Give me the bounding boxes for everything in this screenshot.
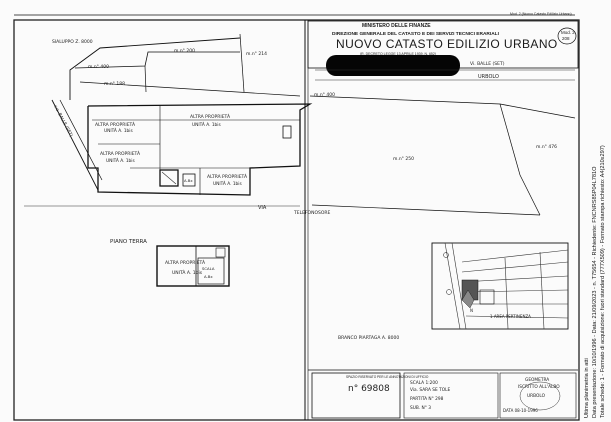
stair-label: SCALA: [202, 266, 215, 271]
right-parcel-side: m.n° 476: [536, 144, 557, 150]
ground-floor-label: PIANO TERRA: [110, 239, 147, 245]
property-c-sub: UNITÀ A. 1bis: [106, 157, 135, 164]
property-c-title: ALTRA PROPRIETÀ: [100, 150, 141, 157]
parcel-label-top-center: m.n° 200: [174, 48, 195, 54]
form-badge: [557, 27, 577, 45]
detail-line-3: PARTITA N° 298: [410, 396, 444, 402]
annotation-header: SPAZIO RISERVATO PER LE ANNOTAZIONI DI U…: [346, 375, 429, 379]
margin-line-3: Totale schede: 1 - Formato di acquisizio…: [600, 145, 606, 418]
lotto-label: 1 AREA PERTINENZA: [490, 314, 531, 319]
north-arrow-label: N: [470, 308, 473, 313]
unit-title: ALTRA PROPRIETÀ: [165, 259, 206, 266]
property-a-title: ALTRA PROPRIETÀ: [190, 113, 231, 120]
header-block: MINISTERO DELLE FINANZE DIREZIONE GENERA…: [307, 12, 579, 81]
ministry-text: MINISTERO DELLE FINANZE: [362, 23, 431, 29]
middle-road-label: VIA: [258, 205, 267, 211]
official-stamp: [519, 381, 561, 411]
ground-floor-unit: PIANO TERRA ALTRA PROPRIETÀ UNITÀ A. 1bi…: [110, 239, 230, 287]
parcel-label-top-left: m.n° 400: [88, 64, 109, 70]
detail-map: 1 AREA PERTINENZA N BRANCO PIARTAGA A. 8…: [338, 242, 569, 341]
top-right-note: Mod. 2 (Nuovo Catasto Edilizio Urbano): [510, 12, 572, 16]
stair-sub: A.Bx: [204, 274, 213, 279]
document-date: DATA 08-10-1996: [503, 408, 538, 413]
property-d-sub: UNITÀ A. 1bis: [213, 180, 242, 187]
site-plan-right: m.n° 400 m.n° 250 m.n° 476 TELEFONOSORE: [293, 92, 576, 216]
plan-frame: [13, 19, 580, 421]
footer-block: SPAZIO RISERVATO PER LE ANNOTAZIONI DI U…: [308, 369, 578, 419]
property-b-sub: UNITÀ A. 1bis: [104, 127, 133, 134]
redaction-bar: [326, 55, 460, 76]
road-name: Vi. BALLE (SET): [470, 61, 505, 67]
property-d-title: ALTRA PROPRIETÀ: [207, 173, 248, 180]
detail-line-2: Via. SARA SE TOLE: [410, 387, 450, 393]
surveyor-title: GEOMETRA: [525, 377, 549, 383]
margin-line-2: Data presentazione: 10/10/1996 - Data: 2…: [592, 166, 598, 418]
comune-name: URBOLO: [478, 74, 499, 80]
legal-reference: (R. DECRETO LEGGE 13 APRILE 1939, N. 652…: [360, 52, 436, 56]
unit-sub: UNITÀ A. 1bis: [172, 269, 203, 276]
form-badge-line2: 208: [562, 36, 570, 41]
parcel-label-top-mid: m.n° 214: [246, 51, 267, 57]
right-road-label: TELEFONOSORE: [293, 210, 331, 216]
right-parcel-top: m.n° 400: [314, 92, 335, 98]
vertical-margin-text: Ultima planimetria in atti Data presenta…: [584, 145, 606, 418]
property-b-title: ALTRA PROPRIETÀ: [95, 121, 136, 128]
form-badge-line1: Mod. 2: [561, 30, 575, 35]
detail-road-label: BRANCO PIARTAGA A. 8000: [338, 335, 399, 341]
surveyor-name: ISCRITTO ALL'ALBO: [518, 384, 560, 390]
directorate-text: DIREZIONE GENERALE DEL CATASTO E DEI SER…: [332, 31, 500, 37]
protocol-number: n° 69808: [348, 384, 390, 394]
road-top-label: SIALUPPO Z. 8000: [52, 39, 93, 45]
detail-line-4: SUB. N° 3: [410, 405, 431, 411]
property-a-sub: UNITÀ A. 1bis: [192, 121, 221, 128]
small-unit-a: [159, 169, 179, 187]
margin-line-1: Ultima planimetria in atti: [584, 358, 590, 418]
small-unit-label: A.Bx: [184, 178, 193, 183]
right-parcel-center: m.n° 250: [393, 156, 414, 162]
document-title: NUOVO CATASTO EDILIZIO URBANO: [336, 37, 558, 51]
surveyor-place: URBOLO: [527, 393, 546, 399]
detail-line-1: SCALA 1:200: [410, 380, 438, 386]
parcel-label-left: m.n° 188: [104, 81, 125, 87]
